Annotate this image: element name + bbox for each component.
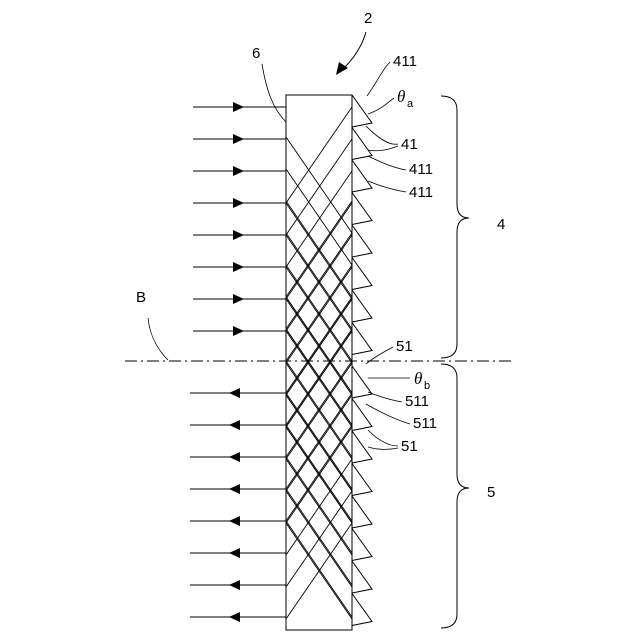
internal-ray — [286, 203, 352, 587]
lower-reference-labels: 51 θ b 511 511 51 — [366, 338, 437, 455]
upper-prism-tooth — [352, 95, 372, 127]
axis-label: B — [136, 289, 146, 306]
arrow-right-icon — [233, 166, 244, 176]
ref-511-a: 511 — [405, 393, 429, 410]
lower-prism-tooth — [352, 594, 372, 626]
theta-b-subscript: b — [424, 380, 430, 392]
incoming-ray — [193, 294, 286, 304]
arrow-right-icon — [233, 230, 244, 240]
arrow-right-icon — [233, 102, 244, 112]
ref-411-a: 411 — [409, 161, 433, 178]
device-arrow-icon — [336, 62, 348, 75]
upper-prism-tooth — [352, 193, 372, 225]
outgoing-ray — [190, 388, 286, 398]
ref-41: 41 — [401, 136, 418, 153]
incoming-ray — [193, 166, 286, 176]
upper-prism-tooth — [352, 160, 372, 192]
incoming-ray — [193, 326, 286, 336]
internal-ray — [286, 139, 352, 523]
plate-label: 6 — [252, 45, 260, 62]
lower-group-brace: 5 — [441, 364, 495, 628]
upper-prism-tooth — [352, 258, 372, 290]
arrow-right-icon — [233, 326, 244, 336]
lower-prism-tooth — [352, 399, 372, 431]
arrow-left-icon — [229, 484, 240, 494]
theta-b-symbol: θ — [414, 369, 422, 388]
arrow-left-icon — [229, 548, 240, 558]
arrow-right-icon — [233, 198, 244, 208]
incoming-ray — [193, 230, 286, 240]
arrow-left-icon — [229, 420, 240, 430]
internal-ray — [286, 171, 352, 555]
outgoing-ray — [190, 516, 286, 526]
lower-prism-tooth — [352, 561, 372, 593]
upper-reference-labels: 411 θ a 41 411 411 — [366, 53, 433, 201]
incoming-rays — [193, 102, 286, 336]
incoming-ray — [193, 134, 286, 144]
upper-prism-tooth — [352, 290, 372, 322]
arrow-left-icon — [229, 516, 240, 526]
prism-teeth — [352, 95, 372, 626]
internal-ray-paths — [286, 107, 352, 619]
outgoing-ray — [190, 452, 286, 462]
internal-ray-return — [286, 201, 352, 393]
lower-prism-tooth — [352, 496, 372, 528]
internal-ray — [286, 235, 352, 619]
device-label-group: 2 — [336, 10, 372, 75]
theta-a-symbol: θ — [397, 87, 405, 106]
internal-ray — [286, 107, 352, 491]
ref-51-top: 51 — [396, 338, 413, 355]
outgoing-ray — [190, 580, 286, 590]
outgoing-ray — [190, 548, 286, 558]
lower-prism-tooth — [352, 366, 372, 398]
arrow-right-icon — [233, 294, 244, 304]
lower-group-label: 5 — [487, 484, 495, 501]
light-guide-plate — [286, 95, 352, 630]
ref-411-b: 411 — [409, 184, 433, 201]
upper-group-label: 4 — [497, 216, 505, 233]
plate-label-group: 6 — [252, 45, 286, 122]
incoming-ray — [193, 102, 286, 112]
lower-prism-tooth — [352, 529, 372, 561]
arrow-right-icon — [233, 134, 244, 144]
lower-prism-tooth — [352, 464, 372, 496]
upper-prism-tooth — [352, 128, 372, 160]
outgoing-ray — [190, 420, 286, 430]
upper-prism-tooth — [352, 225, 372, 257]
ref-511-b: 511 — [413, 415, 437, 432]
outgoing-rays — [190, 388, 286, 622]
ref-51-bottom: 51 — [401, 438, 418, 455]
outgoing-ray — [190, 484, 286, 494]
arrow-left-icon — [229, 580, 240, 590]
arrow-left-icon — [229, 388, 240, 398]
outgoing-ray — [190, 612, 286, 622]
arrow-right-icon — [233, 262, 244, 272]
ref-411-top: 411 — [393, 53, 417, 70]
upper-group-brace: 4 — [441, 96, 505, 358]
upper-prism-tooth — [352, 323, 372, 355]
incoming-ray — [193, 198, 286, 208]
device-label: 2 — [364, 10, 372, 27]
incoming-ray — [193, 262, 286, 272]
theta-a-subscript: a — [407, 98, 414, 110]
arrow-left-icon — [229, 452, 240, 462]
arrow-left-icon — [229, 612, 240, 622]
